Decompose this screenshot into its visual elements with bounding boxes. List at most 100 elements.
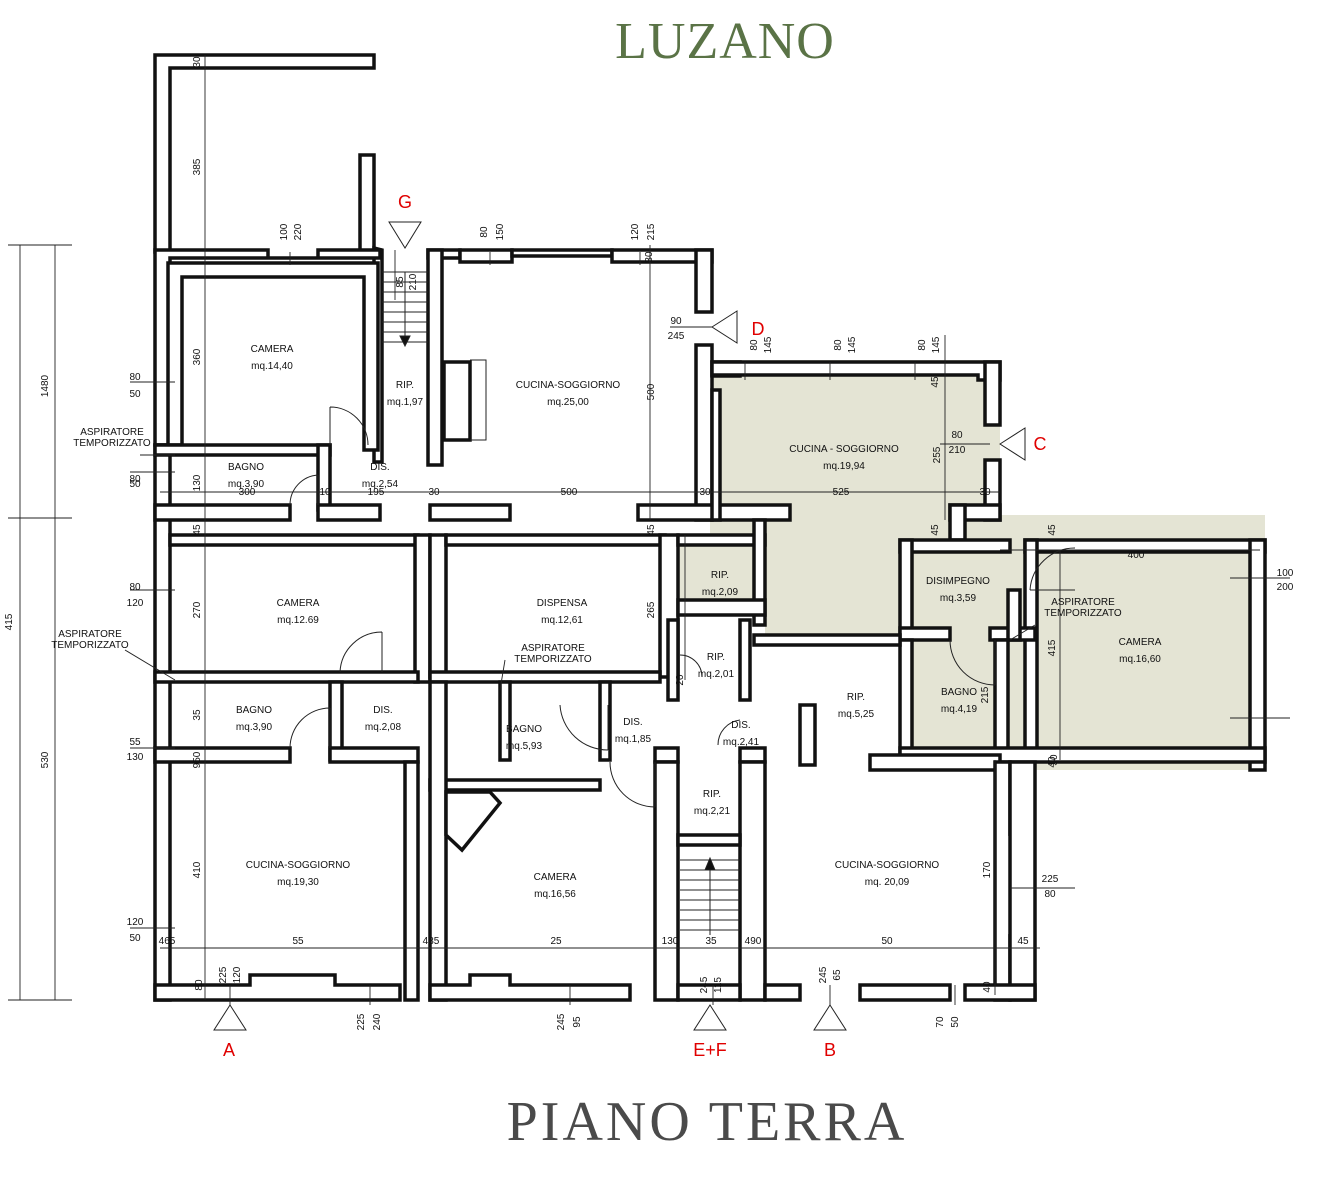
- marker-triangle-icon: [213, 1004, 247, 1031]
- dimension-label: 150: [495, 223, 506, 240]
- dimension-label: 45: [930, 524, 941, 536]
- room-area: mq.25,00: [547, 397, 589, 408]
- dimension-label: 50: [129, 479, 141, 490]
- room-area: mq.19,94: [823, 461, 865, 472]
- room-label: DISPENSA mq.12,61: [537, 598, 588, 626]
- room-label: DIS.mq.2,54: [362, 462, 399, 490]
- dimension-label: 65: [832, 969, 843, 981]
- dimension-label: 500: [561, 487, 578, 498]
- room-name: DISPENSA: [537, 598, 588, 609]
- aspiratore-label: TEMPORIZZATO: [73, 438, 151, 449]
- dimension-label: 950: [192, 751, 203, 768]
- room-area: mq.1,97: [387, 397, 424, 408]
- dimension-label: 35: [192, 709, 203, 721]
- room-name: RIP.: [847, 692, 865, 703]
- dimension-label: 80: [1044, 889, 1056, 900]
- dimension-label: 30: [428, 487, 440, 498]
- room-label: DIS.mq.2,41: [723, 720, 760, 748]
- dimension-label: 245: [668, 331, 685, 342]
- room-area: mq.2,01: [698, 669, 735, 680]
- dimension-label: 1480: [40, 374, 51, 397]
- room-name: CAMERA: [277, 598, 320, 609]
- marker-triangle-icon: [999, 427, 1026, 461]
- room-name: RIP.: [396, 380, 414, 391]
- room-label: RIP. mq.1,97: [387, 380, 424, 408]
- dimension-label: 80: [479, 226, 490, 238]
- dimension-label: 245: [699, 976, 710, 993]
- dimension-label: 225: [218, 966, 229, 983]
- dimension-label: 215: [980, 686, 991, 703]
- dimension-label: 80: [194, 979, 205, 991]
- room-name: DIS.: [731, 720, 750, 731]
- section-marker: B: [813, 1004, 847, 1060]
- aspiratore-labels: ASPIRATORETEMPORIZZATOASPIRATORETEMPORIZ…: [51, 427, 1122, 665]
- aspiratore-label: ASPIRATORE: [58, 629, 122, 640]
- room-label: CUCINA-SOGGIORNO mq.25,00: [516, 380, 621, 408]
- dimension-lines: [8, 55, 1290, 1005]
- room-name: BAGNO: [506, 724, 542, 735]
- room-name: BAGNO: [941, 687, 977, 698]
- dimension-label: 95: [572, 1016, 583, 1028]
- dimension-label: 50: [950, 1016, 961, 1028]
- room-name: CUCINA - SOGGIORNO: [789, 444, 899, 455]
- room-label: RIP.mq.2,09: [702, 570, 739, 598]
- room-area: mq.2,21: [694, 806, 731, 817]
- marker-triangle-icon: [388, 221, 422, 249]
- dimension-label: 25: [550, 936, 562, 947]
- dimension-label: 20: [675, 674, 686, 686]
- dimension-label: 530: [40, 751, 51, 768]
- dimension-label: 100: [279, 223, 290, 240]
- dimension-label: 45: [646, 524, 657, 536]
- dimension-label: 385: [192, 158, 203, 175]
- room-label: CUCINA - SOGGIORNO mq.19,94: [789, 444, 899, 472]
- dimension-label: 220: [293, 223, 304, 240]
- dimension-label: 130: [192, 474, 203, 491]
- dimension-label: 80: [129, 582, 141, 593]
- dimension-label: 70: [935, 1016, 946, 1028]
- room-area: mq.5,25: [838, 709, 875, 720]
- dimension-label: 80: [833, 339, 844, 351]
- leader-line: [499, 659, 506, 691]
- dimension-label: 40: [1047, 756, 1058, 768]
- room-label: RIP. mq.5,25: [838, 692, 875, 720]
- dimension-label: 145: [847, 336, 858, 353]
- dimension-label: 80: [917, 339, 928, 351]
- dimension-label: 55: [292, 936, 304, 947]
- room-area: mq.2,08: [365, 722, 402, 733]
- room-area: mq.1,85: [615, 734, 652, 745]
- section-marker: C: [999, 427, 1047, 461]
- dimension-label: 10: [319, 487, 331, 498]
- dimension-label: 465: [159, 936, 176, 947]
- room-name: CUCINA-SOGGIORNO: [516, 380, 621, 391]
- dimension-label: 210: [949, 445, 966, 456]
- room-area: mq.19,30: [277, 877, 319, 888]
- room-name: DIS.: [370, 462, 389, 473]
- dimension-label: 30: [192, 56, 203, 68]
- room-area: mq.12,61: [541, 615, 583, 626]
- marker-label: C: [1034, 434, 1047, 454]
- section-marker: G: [388, 192, 422, 249]
- dimension-label: 410: [192, 861, 203, 878]
- marker-label: G: [398, 192, 412, 212]
- highlighted-unit: [678, 360, 1265, 770]
- room-area: mq.16,60: [1119, 654, 1161, 665]
- dimension-label: 255: [932, 446, 943, 463]
- aspiratore-label: ASPIRATORE: [521, 643, 585, 654]
- room-label: BAGNO mq.5,93: [506, 724, 543, 752]
- room-name: RIP.: [711, 570, 729, 581]
- marker-triangle-icon: [693, 1004, 727, 1031]
- room-name: DIS.: [623, 717, 642, 728]
- dimension-label: 215: [646, 223, 657, 240]
- dimension-label: 50: [881, 936, 893, 947]
- leader-line: [124, 649, 176, 681]
- room-label: RIP.mq.2,21: [694, 789, 731, 817]
- dimension-label: 40: [982, 981, 993, 993]
- dimension-label: 415: [4, 613, 15, 630]
- marker-label: B: [824, 1040, 836, 1060]
- room-area: mq.5,93: [506, 741, 543, 752]
- dimension-label: 55: [129, 737, 141, 748]
